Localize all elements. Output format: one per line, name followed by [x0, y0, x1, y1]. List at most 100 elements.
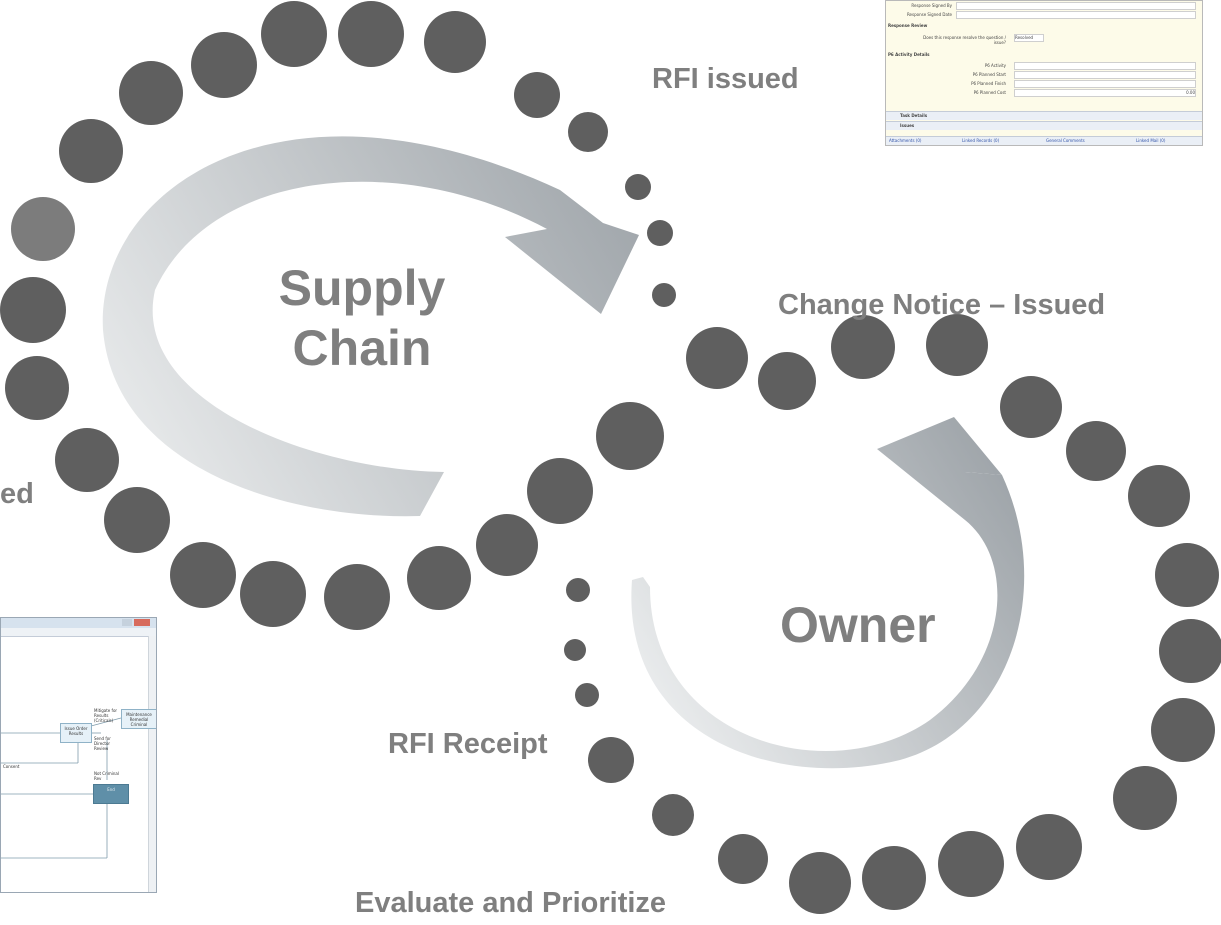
ring-dot: [862, 846, 926, 910]
ring-dot: [55, 428, 119, 492]
ring-dot: [1151, 698, 1215, 762]
ring-dot: [1159, 619, 1221, 683]
form-field-input[interactable]: [956, 11, 1196, 19]
footer-tab-general-comments[interactable]: General Comments: [1046, 138, 1085, 143]
review-question-select[interactable]: Resolved: [1014, 34, 1044, 42]
workflow-window-screenshot: Issue Order Results Maintenance Remedial…: [0, 617, 157, 893]
ring-dot: [686, 327, 748, 389]
owner-label: Owner: [780, 597, 936, 653]
p6-field-input[interactable]: [1014, 71, 1196, 79]
ring-dot: [718, 834, 768, 884]
ring-dot: [596, 402, 664, 470]
ring-dot: [831, 315, 895, 379]
ring-dot: [59, 119, 123, 183]
form-field-label: Response Signed By: [911, 3, 952, 8]
ring-dot: [5, 356, 69, 420]
workflow-annotation: Send for Director Review: [94, 736, 111, 751]
p6-field-row: P6 Activity: [886, 62, 1202, 70]
rfi-form-screenshot: Response Signed By Response Signed Date …: [885, 0, 1203, 146]
ring-dot: [1113, 766, 1177, 830]
issues-bar[interactable]: Issues: [886, 121, 1202, 130]
ring-dot: [652, 794, 694, 836]
task-details-bar[interactable]: Task Details: [886, 111, 1202, 120]
ring-dot: [1016, 814, 1082, 880]
form-footer-tabs: Attachments (0) Linked Records (0) Gener…: [886, 136, 1202, 145]
ring-dot: [647, 220, 673, 246]
review-question-row: Does this response resolve the question …: [886, 34, 1202, 48]
workflow-node[interactable]: Issue Order Results: [60, 723, 92, 743]
form-field-label: Response Signed Date: [906, 12, 952, 17]
ring-dot: [758, 352, 816, 410]
ring-dot: [0, 277, 66, 343]
ring-dot: [240, 561, 306, 627]
ring-dot: [170, 542, 236, 608]
p6-field-label: P6 Planned Start: [972, 72, 1006, 77]
ring-dot: [1128, 465, 1190, 527]
form-field-row: Response Signed By: [886, 2, 1202, 10]
ring-dot: [566, 578, 590, 602]
ring-dot: [191, 32, 257, 98]
footer-tab-linked-mail[interactable]: Linked Mail (0): [1136, 138, 1166, 143]
task-details-label: Task Details: [900, 113, 928, 118]
ring-dot: [938, 831, 1004, 897]
p6-field-row: P6 Planned Cost 0.00: [886, 89, 1202, 97]
review-question-label: Does this response resolve the question …: [923, 35, 1006, 45]
p6-field-input[interactable]: [1014, 62, 1196, 70]
form-field-row: Response Signed Date: [886, 11, 1202, 19]
workflow-annotation: Consent: [3, 764, 20, 769]
ring-dot: [527, 458, 593, 524]
footer-tab-attachments[interactable]: Attachments (0): [889, 138, 922, 143]
ring-dot: [1000, 376, 1062, 438]
p6-field-label: P6 Planned Finish: [971, 81, 1006, 86]
workflow-toolbar: [1, 628, 156, 637]
ring-dot: [338, 1, 404, 67]
ring-dot: [625, 174, 651, 200]
supply-chain-label: Supply Chain: [278, 260, 446, 376]
ring-dot: [789, 852, 851, 914]
ring-dot: [1066, 421, 1126, 481]
p6-field-row: P6 Planned Finish: [886, 80, 1202, 88]
ring-dot: [1155, 543, 1219, 607]
ring-dot: [568, 112, 608, 152]
workflow-node[interactable]: Maintenance Remedial Criminal: [121, 709, 156, 729]
p6-activity-heading: P6 Activity Details: [888, 52, 930, 57]
ring-dot: [476, 514, 538, 576]
ring-dot: [588, 737, 634, 783]
workflow-connectors: [1, 717, 122, 859]
workflow-annotation: Mitigate for Results (Criticals): [94, 708, 118, 723]
ring-dot: [424, 11, 486, 73]
workflow-node-end[interactable]: End: [93, 784, 129, 804]
p6-field-input[interactable]: 0.00: [1014, 89, 1196, 97]
owner-cycle-arrow: [631, 472, 1025, 769]
p6-field-label: P6 Activity: [984, 63, 1006, 68]
ring-dot: [324, 564, 390, 630]
evaluate-and-prioritize-label: Evaluate and Prioritize: [355, 887, 667, 919]
ring-dot: [119, 61, 183, 125]
form-field-input[interactable]: [956, 2, 1196, 10]
p6-field-label: P6 Planned Cost: [973, 90, 1006, 95]
supply-chain-cycle-arrow: [102, 136, 639, 517]
ring-dot: [11, 197, 75, 261]
ring-dot: [564, 639, 586, 661]
left-partial-label: ed: [0, 478, 34, 510]
p6-field-row: P6 Planned Start: [886, 71, 1202, 79]
issues-label: Issues: [900, 123, 915, 128]
ring-dot: [407, 546, 471, 610]
ring-dot: [652, 283, 676, 307]
response-review-heading: Response Review: [888, 23, 928, 28]
rfi-issued-label: RFI issued: [652, 63, 799, 95]
maximize-icon[interactable]: [122, 619, 132, 626]
workflow-scrollbar[interactable]: [148, 636, 156, 892]
ring-dot: [261, 1, 327, 67]
owner-arrow-head: [877, 417, 1002, 520]
p6-field-input[interactable]: [1014, 80, 1196, 88]
ring-dot: [926, 314, 988, 376]
ring-dot: [575, 683, 599, 707]
ring-dot: [514, 72, 560, 118]
rfi-receipt-label: RFI Receipt: [388, 728, 548, 760]
change-notice-issued-label: Change Notice – Issued: [778, 289, 1106, 321]
close-icon[interactable]: [134, 619, 150, 626]
footer-tab-linked-records[interactable]: Linked Records (0): [962, 138, 1000, 143]
